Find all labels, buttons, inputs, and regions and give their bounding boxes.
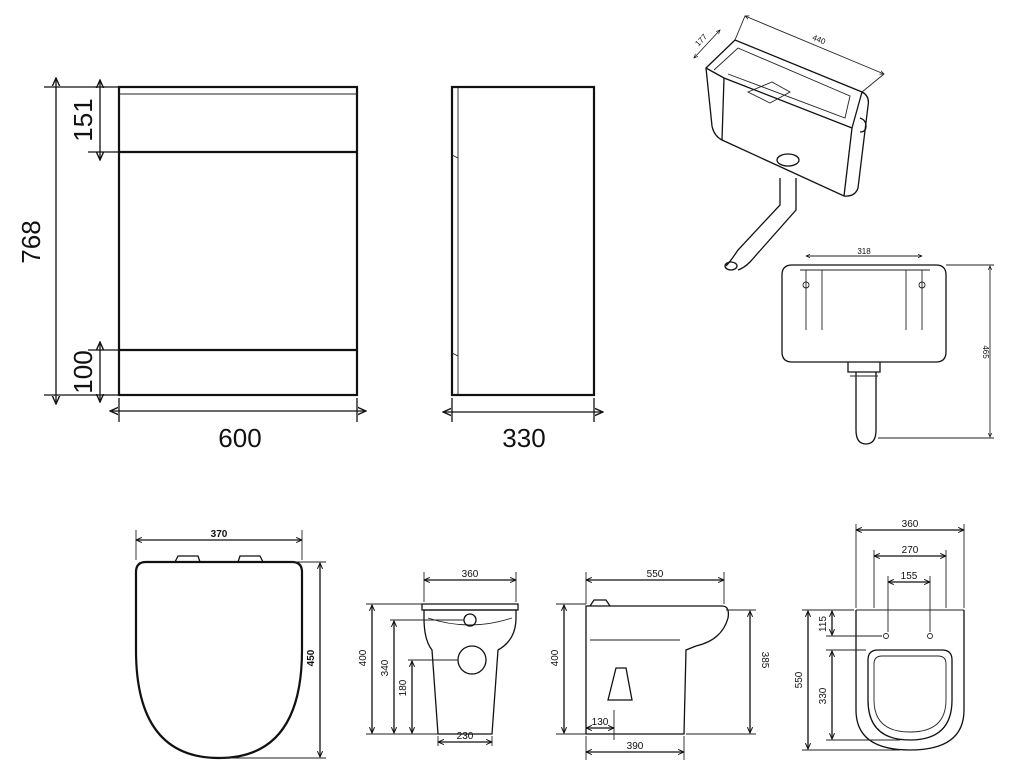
pan-rim-height-label: 385 — [759, 652, 770, 669]
pan-top-width-label: 360 — [462, 569, 479, 580]
vanity-unit-outline — [117, 85, 359, 397]
cistern-depth-label: 177 — [693, 32, 709, 48]
cistern-front-view: 318 465 — [781, 247, 994, 445]
vanity-unit-side-view: 330 — [443, 85, 603, 453]
pan-side-height-label: 400 — [550, 649, 561, 666]
seat-length-label: 450 — [306, 649, 317, 666]
pan-top-length-label: 550 — [794, 671, 805, 688]
pan-top-outline — [855, 610, 965, 751]
pan-outlet-height-label: 180 — [398, 679, 409, 696]
vanity-depth-label: 330 — [502, 423, 545, 453]
hinge-outer-label: 270 — [902, 545, 919, 556]
vanity-unit-front-view: 768 151 100 600 — [16, 78, 366, 453]
pan-top-width-label: 360 — [902, 519, 919, 530]
pan-length-label: 550 — [647, 569, 664, 580]
cistern-front-body — [781, 264, 947, 363]
side-outline — [450, 85, 596, 397]
bowl-length-label: 330 — [818, 687, 829, 704]
cistern-body — [705, 39, 870, 197]
seat-width-label: 370 — [211, 529, 228, 540]
top-section-label: 151 — [68, 98, 98, 141]
pan-inlet-height-label: 340 — [380, 659, 391, 676]
pan-side-view: 550 400 385 130 390 — [550, 569, 770, 760]
pan-top-view: 360 270 155 550 115 330 — [794, 519, 965, 751]
plinth-label: 100 — [68, 350, 98, 393]
pan-height-label: 400 — [358, 649, 369, 666]
pan-base-length-label: 390 — [627, 741, 644, 752]
cistern-height-label: 465 — [981, 345, 990, 359]
hinge-inner-label: 155 — [901, 571, 918, 582]
vanity-height-label: 768 — [16, 220, 46, 263]
pan-outlet-offset-label: 130 — [592, 717, 609, 728]
pan-base-width-label: 230 — [457, 731, 474, 742]
pan-side-outline — [585, 605, 730, 735]
pan-front-view: 360 400 340 180 230 — [358, 569, 519, 746]
vanity-width-label: 600 — [218, 423, 261, 453]
hinge-offset-label: 115 — [818, 616, 829, 632]
cistern-inner-width-label: 318 — [857, 247, 871, 256]
pan-front-outline — [423, 609, 517, 735]
seat-outline — [134, 560, 304, 760]
toilet-seat-view: 370 450 — [134, 529, 326, 760]
cistern-isometric-view: 177 440 — [693, 16, 884, 271]
